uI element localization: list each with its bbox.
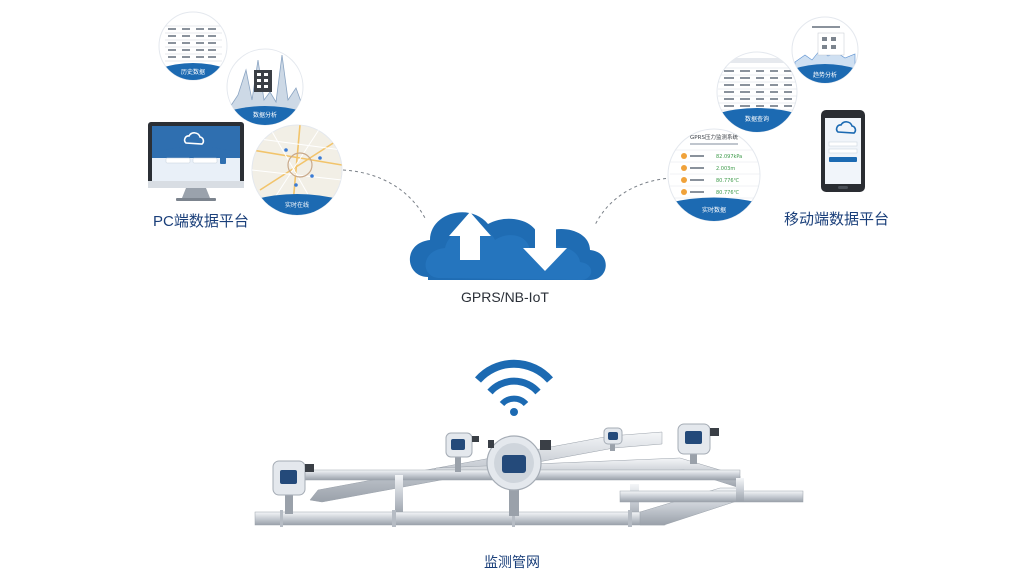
transmitter-right [677,423,719,464]
cloud-logo-icon [183,132,205,145]
transmitter-center [486,435,551,516]
connector-left [342,169,426,219]
transmitter-back-right [603,427,623,451]
query-bubble: 数据查询 [716,51,798,133]
history-caption: 历史数据 [181,68,205,76]
mobile-row-2: 2.003m [716,166,735,172]
transmitter-left [272,460,314,514]
wifi-icon [475,359,553,416]
network-cloud [409,212,606,280]
history-bubble: 历史数据 [158,11,228,81]
mobile-panel-title: GPRS压力监测系统 [690,133,738,141]
analysis-left-caption: 数据分析 [253,111,277,119]
mobile-row-3: 80.776℃ [716,178,739,184]
pc-monitor [148,122,244,201]
pipe-network-label: 监测管网 [484,554,540,570]
query-caption: 数据查询 [745,115,769,123]
download-arrow-icon [523,226,567,271]
connector-right [594,177,673,226]
mobile-phone [821,110,865,192]
realtime-online-bubble: 实时在线 [251,124,343,216]
pc-platform-label: PC端数据平台 [153,213,249,230]
network-label: GPRS/NB-IoT [461,289,549,305]
mobile-row-4: 80.776℃ [716,190,739,196]
upload-arrow-icon [449,212,491,260]
phone-cloud-logo-icon [835,121,857,134]
mobile-row-1: 82.097kPa [716,154,742,160]
analysis-left-bubble: 数据分析 [226,48,304,126]
analysis-right-bubble: 趋势分析 [791,16,859,84]
mobile-platform-label: 移动端数据平台 [784,211,890,228]
realtime-data-caption: 实时数据 [702,206,726,214]
realtime-online-caption: 实时在线 [285,201,309,209]
realtime-data-bubble: GPRS压力监测系统 82.097kPa 2.003m 80.776℃ 80.7… [667,128,761,222]
transmitter-back-left [445,432,479,472]
analysis-right-caption: 趋势分析 [813,71,837,79]
